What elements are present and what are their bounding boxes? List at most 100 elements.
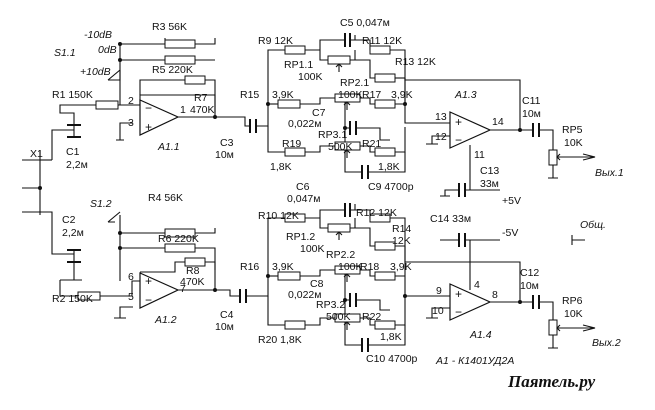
r13-resistor [374, 73, 396, 83]
r2-resistor [77, 291, 101, 301]
r8-label: R8 [186, 265, 200, 277]
pin11-label: 11 [474, 149, 485, 161]
gnd-label: Общ. [580, 219, 606, 231]
rp2-2-value: 100K [338, 261, 363, 273]
r22-label: R22 [362, 311, 381, 323]
c6-value: 0,047м [287, 193, 321, 205]
r8-value: 470K [180, 276, 205, 288]
c8-capacitor [349, 293, 357, 307]
c13-value: 33м [480, 178, 499, 190]
c6-capacitor [344, 203, 351, 217]
c8-label: C8 [310, 278, 324, 290]
pin6-label: 6 [128, 271, 134, 283]
r15-label: R15 [240, 89, 259, 101]
c13-label: C13 [480, 165, 499, 177]
r16-label: R16 [240, 261, 259, 273]
c13-capacitor [458, 183, 466, 197]
pin5-label: 5 [128, 291, 134, 303]
pin13-label: 13 [435, 111, 447, 123]
svg-text:−: − [455, 305, 462, 319]
r5-label: R5 220K [152, 64, 193, 76]
a1-2-opamp [139, 272, 180, 309]
r16-resistor [277, 271, 301, 281]
c3-capacitor [249, 119, 257, 133]
rp2-1-label: RP2.1 [340, 77, 369, 89]
r10-label: R10 12K [258, 210, 299, 222]
r11-resistor [369, 45, 391, 55]
r9-label: R9 12K [258, 35, 293, 47]
rp2-2-label: RP2.2 [326, 249, 355, 261]
minus5v-label: -5V [502, 227, 518, 239]
r14-resistor [374, 241, 396, 251]
wiring [22, 35, 595, 349]
c2-label: C2 [62, 214, 76, 226]
zerodb-label: 0dB [98, 44, 117, 56]
rp1-2-pot [327, 223, 351, 233]
labels: S1.1 -10dB 0dB +10dB R3 56K R5 220K R1 1… [30, 17, 624, 391]
c1-label: C1 [66, 146, 80, 158]
svg-text:+: + [145, 120, 152, 134]
c4-value: 10м [215, 321, 234, 333]
c2-capacitor [67, 249, 81, 263]
r18-value: 3,9K [390, 261, 412, 273]
rp1-1-pot [327, 55, 351, 65]
r1-label: R1 150K [52, 89, 93, 101]
c8-value: 0,022м [288, 289, 322, 301]
resistors [77, 39, 596, 336]
c14-label: C14 33м [430, 213, 471, 225]
a1-1-label: A1.1 [157, 141, 180, 153]
c11-value: 10м [522, 108, 541, 120]
r17-label: R17 [362, 89, 381, 101]
junctions [38, 102, 522, 304]
r7-resistor [184, 75, 206, 85]
r19-resistor [284, 147, 306, 157]
r4-resistor [164, 228, 196, 238]
plus5v-label: +5V [502, 195, 521, 207]
c3-label: C3 [220, 137, 234, 149]
pin1-label: 1 [180, 104, 186, 116]
rp6-pot [548, 319, 558, 336]
watermark: Паятель.ру [507, 372, 596, 391]
out1-label: Вых.1 [595, 167, 624, 179]
r7-label: R7 [194, 92, 208, 104]
r11-label: R11 12K [362, 35, 402, 47]
rp3-2-label: RP3.2 [316, 299, 345, 311]
r5-resistor [164, 55, 196, 65]
rp5-pot [548, 149, 558, 166]
rp1-1-value: 100K [298, 71, 323, 83]
r4-label: R4 56K [148, 192, 183, 204]
r22-resistor [374, 320, 396, 330]
capacitors [67, 33, 540, 352]
pin2-label: 2 [128, 95, 134, 107]
r10-resistor [284, 213, 306, 223]
s1-2-label: S1.2 [90, 198, 112, 210]
svg-text:+: + [455, 287, 462, 301]
rp1-2-label: RP1.2 [286, 231, 315, 243]
svg-text:−: − [145, 293, 152, 307]
rp3-1-value: 500K [328, 141, 353, 153]
rp6-label: RP6 [562, 295, 583, 307]
x1-label: X1 [30, 148, 43, 160]
rp1-2-value: 100K [300, 243, 325, 255]
rp3-2-value: 500K [326, 311, 351, 323]
out2-label: Вых.2 [592, 337, 621, 349]
c11-label: C11 [522, 95, 541, 107]
c2-value: 2,2м [62, 227, 84, 239]
r21-resistor [374, 147, 396, 157]
op-amps: − + + − + − + − [139, 99, 492, 321]
r15-resistor [277, 99, 301, 109]
pin8-label: 8 [492, 289, 498, 301]
r14-value: 12K [392, 235, 411, 247]
pin10-label: 10 [432, 305, 444, 317]
minus10db-label: -10dB [84, 29, 112, 41]
c14-capacitor [458, 233, 466, 247]
a1-3-opamp [449, 111, 492, 149]
r21-label: R21 [362, 138, 381, 150]
svg-text:+: + [145, 274, 152, 288]
r3-resistor [164, 39, 196, 49]
pin4-label: 4 [474, 279, 480, 291]
r1-resistor [95, 100, 119, 110]
rp5-label: RP5 [562, 124, 583, 136]
r21-value: 1,8K [378, 161, 400, 173]
